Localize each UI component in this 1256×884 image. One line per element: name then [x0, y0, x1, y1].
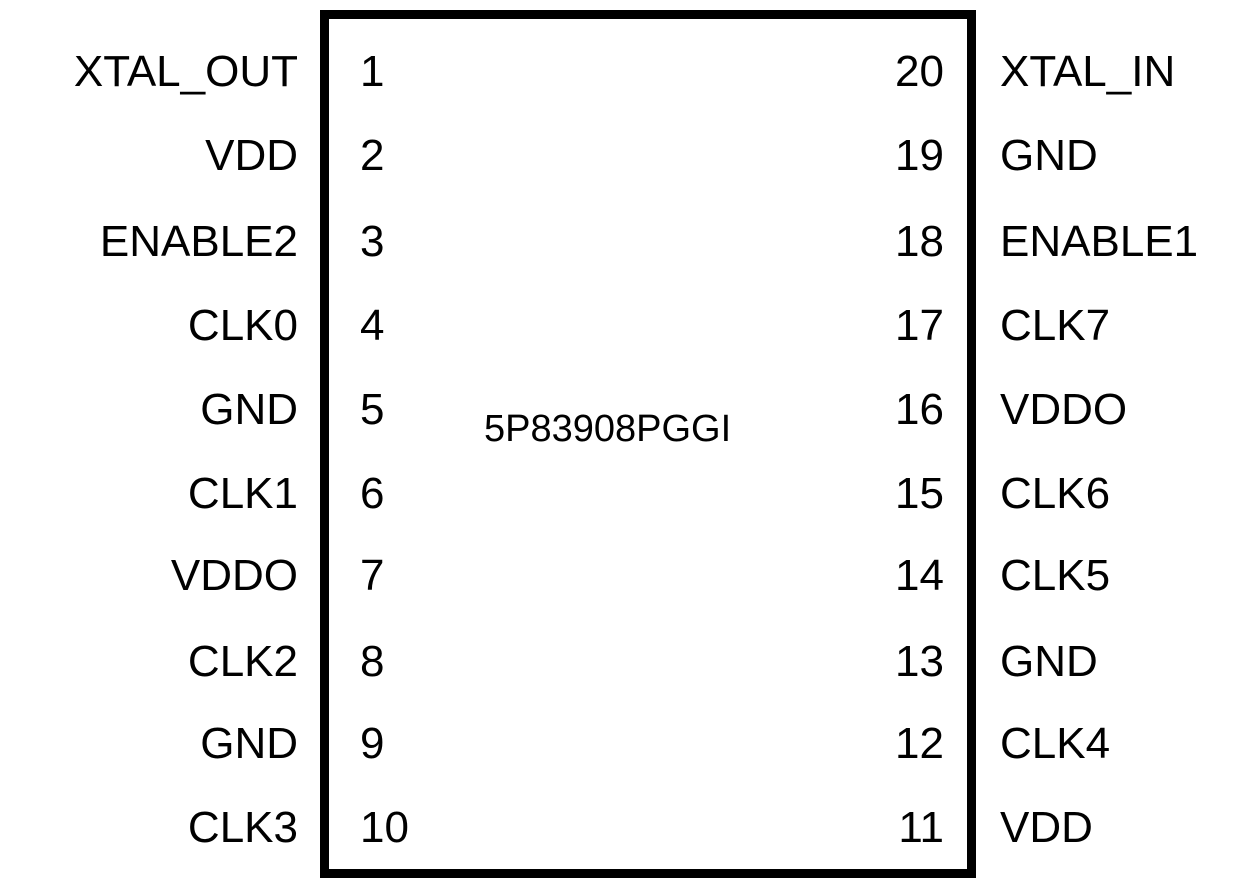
- right-pin-name: ENABLE1: [1000, 217, 1199, 266]
- left-pin-name: CLK2: [187, 637, 298, 686]
- right-pin-number: 20: [895, 47, 944, 96]
- left-pin-name: CLK1: [187, 469, 298, 518]
- right-pin-number: 19: [895, 131, 944, 180]
- right-pin-number: 18: [895, 217, 944, 266]
- left-pin-name: CLK0: [187, 301, 298, 350]
- right-pin-name: GND: [1000, 637, 1098, 686]
- left-pin-number: 4: [360, 301, 385, 350]
- right-pin-number: 14: [895, 551, 944, 600]
- left-pin-number: 3: [360, 217, 385, 266]
- right-pin-name: VDD: [1000, 803, 1093, 852]
- right-pin-name: VDDO: [1000, 385, 1128, 434]
- left-pin-name: GND: [200, 719, 298, 768]
- right-pin-number: 11: [898, 803, 944, 852]
- left-pin-number: 2: [360, 131, 385, 180]
- right-pin-name: CLK7: [1000, 301, 1111, 350]
- left-pin-number: 5: [360, 385, 385, 434]
- right-pin-number: 17: [895, 301, 944, 350]
- left-pin-number: 10: [360, 803, 409, 852]
- right-pin-name: CLK5: [1000, 551, 1111, 600]
- right-pin-number: 12: [895, 719, 944, 768]
- right-pin-number: 15: [895, 469, 944, 518]
- right-pin-name: CLK6: [1000, 469, 1111, 518]
- right-pin-name: GND: [1000, 131, 1098, 180]
- left-pin-number: 7: [360, 551, 385, 600]
- left-pin-name: XTAL_OUT: [73, 47, 298, 96]
- right-pin-name: XTAL_IN: [1000, 47, 1176, 96]
- left-pin-number: 9: [360, 719, 385, 768]
- right-pin-number: 16: [895, 385, 944, 434]
- right-pin-name: CLK4: [1000, 719, 1111, 768]
- left-pin-name: VDD: [205, 131, 298, 180]
- left-pin-number: 6: [360, 469, 385, 518]
- left-pin-name: ENABLE2: [99, 217, 298, 266]
- left-pin-name: CLK3: [187, 803, 298, 852]
- left-pin-name: GND: [200, 385, 298, 434]
- left-pin-name: VDDO: [170, 551, 298, 600]
- ic-package-outline: [320, 10, 976, 878]
- left-pin-number: 1: [360, 47, 385, 96]
- left-pin-number: 8: [360, 637, 385, 686]
- right-pin-number: 13: [895, 637, 944, 686]
- part-number-label: 5P83908PGGI: [484, 408, 732, 450]
